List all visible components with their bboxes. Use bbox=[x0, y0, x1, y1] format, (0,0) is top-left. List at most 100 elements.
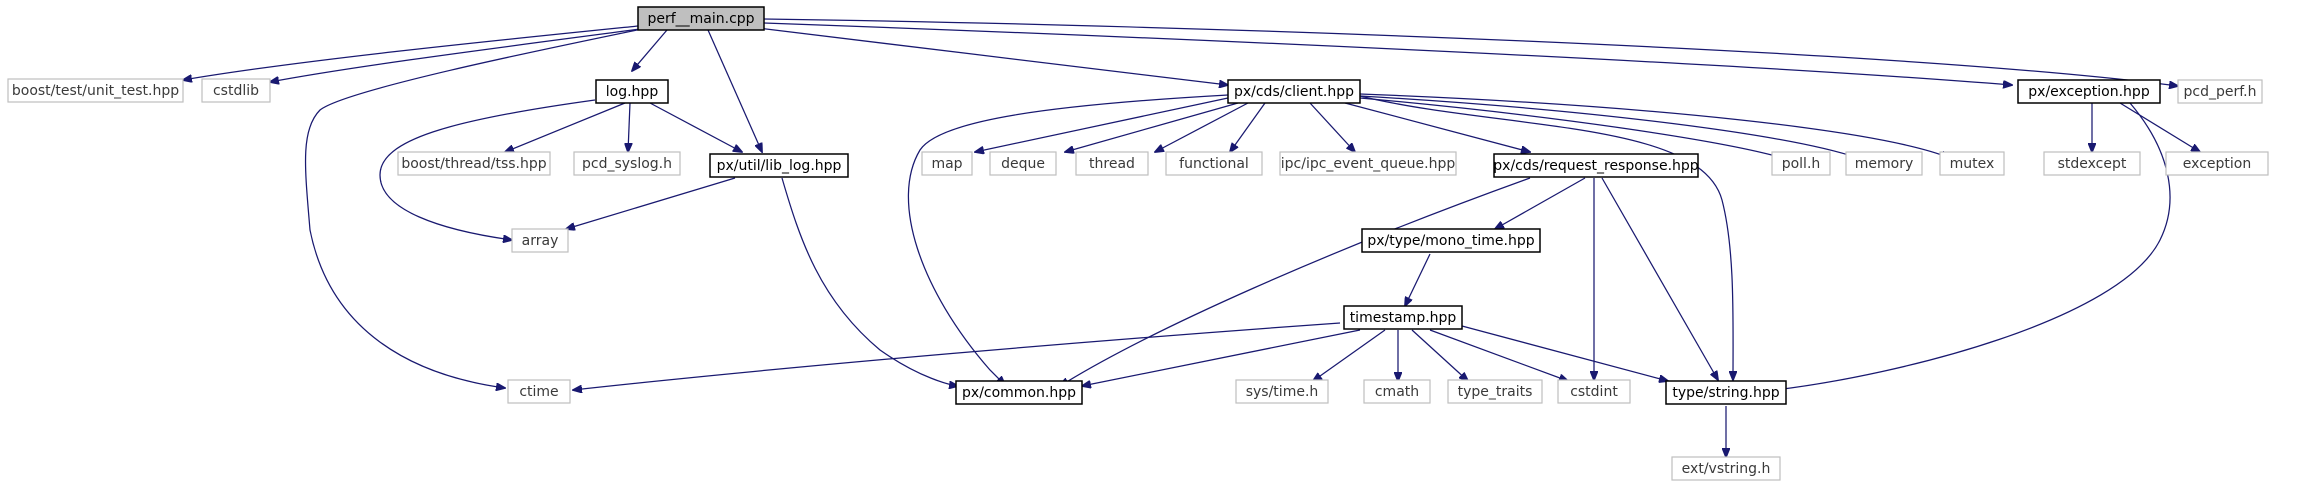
node-label: stdexcept bbox=[2058, 156, 2127, 172]
edge-perf_main-cstdlib bbox=[270, 28, 641, 82]
edge-mono_time-timestamp bbox=[1405, 253, 1431, 306]
edge-lib_log-common bbox=[781, 177, 958, 386]
node-client[interactable]: px/cds/client.hpp bbox=[1227, 79, 1361, 104]
node-label: px/common.hpp bbox=[962, 385, 1076, 401]
node-vstring[interactable]: ext/vstring.h bbox=[1671, 456, 1781, 481]
edge-timestamp-type_string bbox=[1461, 325, 1668, 381]
node-common[interactable]: px/common.hpp bbox=[955, 380, 1083, 405]
node-unit_test[interactable]: boost/test/unit_test.hpp bbox=[7, 78, 184, 103]
edge-client-type_string bbox=[1359, 95, 1733, 380]
node-label: mutex bbox=[1950, 156, 1995, 172]
node-label: memory bbox=[1855, 156, 1914, 172]
node-label: cmath bbox=[1375, 384, 1419, 400]
edge-client-poll bbox=[1359, 97, 1783, 158]
node-lib_log[interactable]: px/util/lib_log.hpp bbox=[709, 153, 849, 178]
node-cstdlib[interactable]: cstdlib bbox=[201, 78, 271, 103]
edge-client-map bbox=[975, 97, 1229, 152]
node-array[interactable]: array bbox=[511, 228, 569, 253]
node-mutex[interactable]: mutex bbox=[1939, 151, 2005, 176]
node-ctime[interactable]: ctime bbox=[507, 379, 571, 404]
node-label: ipc/ipc_event_queue.hpp bbox=[1281, 156, 1456, 172]
node-exception_hpp[interactable]: px/exception.hpp bbox=[2017, 79, 2161, 104]
node-label: map bbox=[931, 156, 962, 172]
node-label: functional bbox=[1179, 156, 1249, 172]
node-label: ext/vstring.h bbox=[1682, 461, 1771, 477]
node-label: px/cds/client.hpp bbox=[1234, 84, 1354, 100]
node-ipc_event_queue[interactable]: ipc/ipc_event_queue.hpp bbox=[1279, 151, 1457, 176]
edge-timestamp-systime bbox=[1313, 329, 1386, 381]
node-label: cstdint bbox=[1570, 384, 1618, 400]
node-label: ctime bbox=[519, 384, 558, 400]
node-perf_main[interactable]: perf__main.cpp bbox=[637, 6, 765, 31]
node-cmath[interactable]: cmath bbox=[1363, 379, 1431, 404]
node-label: thread bbox=[1089, 156, 1135, 172]
edge-timestamp-type_traits bbox=[1411, 329, 1468, 381]
edge-rr-common bbox=[1060, 177, 1531, 386]
edge-exception_hpp-exception bbox=[2119, 102, 2200, 152]
node-label: pcd_perf.h bbox=[2184, 84, 2257, 100]
edge-log-array bbox=[379, 99, 596, 240]
edge-client-ipc bbox=[1309, 102, 1355, 152]
edge-timestamp-cstdint bbox=[1429, 329, 1568, 381]
node-type_traits[interactable]: type_traits bbox=[1447, 379, 1543, 404]
edge-client-deque bbox=[1065, 102, 1239, 152]
node-thread[interactable]: thread bbox=[1075, 151, 1149, 176]
edge-perf_main-ctime bbox=[304, 28, 643, 388]
node-cstdint[interactable]: cstdint bbox=[1557, 379, 1631, 404]
node-exception[interactable]: exception bbox=[2165, 151, 2269, 176]
edge-log-lib_log bbox=[649, 102, 742, 152]
node-log[interactable]: log.hpp bbox=[595, 79, 669, 104]
edge-client-functional bbox=[1230, 102, 1266, 152]
node-label: timestamp.hpp bbox=[1350, 310, 1457, 326]
edges-layer bbox=[183, 18, 2200, 457]
edge-timestamp-ctime bbox=[573, 322, 1341, 390]
node-label: boost/test/unit_test.hpp bbox=[12, 83, 179, 99]
node-pcd_perf[interactable]: pcd_perf.h bbox=[2177, 79, 2263, 104]
node-label: px/util/lib_log.hpp bbox=[717, 158, 842, 174]
node-label: boost/thread/tss.hpp bbox=[401, 156, 546, 172]
node-tss[interactable]: boost/thread/tss.hpp bbox=[397, 151, 551, 176]
node-label: px/type/mono_time.hpp bbox=[1367, 233, 1534, 249]
node-label: log.hpp bbox=[606, 84, 659, 100]
edge-client-thread bbox=[1155, 102, 1249, 152]
node-functional[interactable]: functional bbox=[1165, 151, 1263, 176]
node-map[interactable]: map bbox=[921, 151, 973, 176]
edge-client-request_response bbox=[1344, 102, 1530, 152]
node-label: array bbox=[522, 233, 559, 249]
edge-rr-type_string bbox=[1601, 177, 1718, 380]
nodes-layer: perf__main.cpp boost/test/unit_test.hpp … bbox=[7, 6, 2269, 481]
edge-client-common bbox=[907, 94, 1229, 385]
node-type_string[interactable]: type/string.hpp bbox=[1665, 380, 1787, 405]
node-memory[interactable]: memory bbox=[1845, 151, 1923, 176]
node-systime[interactable]: sys/time.h bbox=[1235, 379, 1329, 404]
node-pcd_syslog[interactable]: pcd_syslog.h bbox=[573, 151, 681, 176]
node-request_response[interactable]: px/cds/request_response.hpp bbox=[1493, 153, 1699, 178]
node-label: px/exception.hpp bbox=[2028, 84, 2150, 100]
edge-lib_log-array bbox=[566, 177, 736, 229]
edge-perf_main-exception_hpp bbox=[763, 22, 2012, 85]
edge-exception_hpp-type_string bbox=[1775, 102, 2171, 390]
node-label: deque bbox=[1001, 156, 1045, 172]
node-label: type/string.hpp bbox=[1672, 385, 1779, 401]
node-stdexcept[interactable]: stdexcept bbox=[2043, 151, 2141, 176]
edge-client-memory bbox=[1359, 95, 1858, 158]
node-label: type_traits bbox=[1458, 384, 1533, 400]
node-timestamp[interactable]: timestamp.hpp bbox=[1343, 305, 1463, 330]
edge-perf_main-client bbox=[757, 27, 1228, 85]
node-label: sys/time.h bbox=[1246, 384, 1319, 400]
edge-perf_main-unit_test bbox=[183, 25, 639, 80]
node-label: px/cds/request_response.hpp bbox=[1493, 158, 1698, 174]
node-label: exception bbox=[2183, 156, 2251, 172]
edge-log-pcd_syslog bbox=[628, 102, 630, 152]
node-poll[interactable]: poll.h bbox=[1771, 151, 1831, 176]
node-mono_time[interactable]: px/type/mono_time.hpp bbox=[1361, 228, 1541, 253]
node-label: cstdlib bbox=[213, 83, 259, 99]
node-label: pcd_syslog.h bbox=[582, 156, 672, 172]
edge-client-mutex bbox=[1359, 93, 1950, 158]
edge-perf_main-lib_log bbox=[707, 29, 762, 152]
node-label: perf__main.cpp bbox=[647, 11, 754, 27]
node-deque[interactable]: deque bbox=[989, 151, 1057, 176]
node-label: poll.h bbox=[1782, 156, 1821, 172]
edge-log-tss bbox=[505, 102, 626, 152]
